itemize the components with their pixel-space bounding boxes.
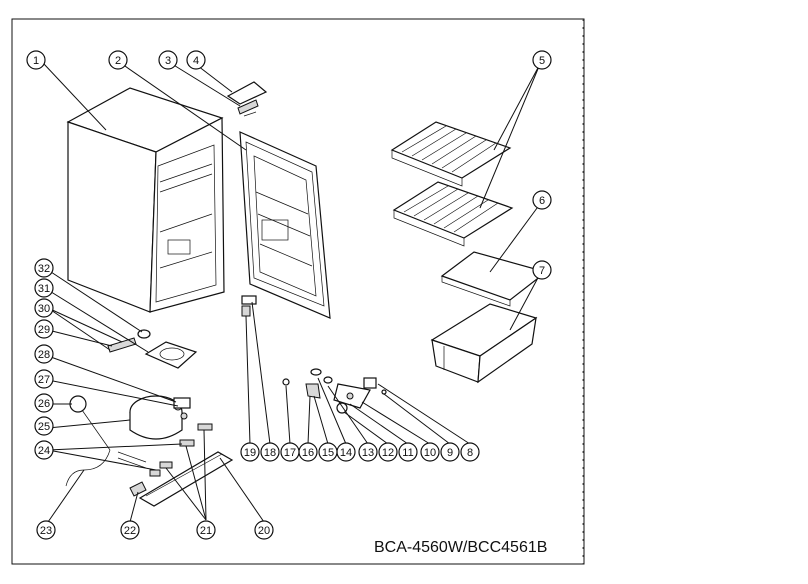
callout-number: 27 — [38, 374, 50, 386]
callout-number: 2 — [115, 55, 121, 67]
compressor — [69, 395, 188, 451]
callout-13: 13 — [358, 442, 378, 462]
callout-22: 22 — [120, 520, 140, 540]
callout-number: 9 — [447, 447, 453, 459]
callout-number: 11 — [402, 447, 413, 459]
callout-32: 32 — [34, 258, 54, 278]
callout-19: 19 — [240, 442, 260, 462]
callout-number: 29 — [38, 324, 50, 336]
callout-number: 1 — [33, 55, 39, 67]
callout-number: 12 — [382, 447, 394, 459]
drip-tray-group — [107, 329, 198, 409]
callout-number: 16 — [302, 447, 314, 459]
callout-number: 14 — [340, 447, 352, 459]
callout-number: 18 — [264, 447, 276, 459]
callout-17: 17 — [280, 442, 300, 462]
callout-number: 10 — [424, 447, 436, 459]
leader-lines — [43, 63, 541, 523]
callout-26: 26 — [34, 393, 54, 413]
callout-1: 1 — [26, 50, 46, 70]
callout-23: 23 — [36, 520, 56, 540]
callout-4: 4 — [186, 50, 206, 70]
callout-number: 30 — [38, 303, 50, 315]
model-label: BCA-4560W/BCC4561B — [374, 539, 547, 556]
callout-number: 3 — [165, 55, 171, 67]
callouts: 1 2 3 4 5 6 7 8 9 10 11 12 13 14 15 16 1… — [26, 50, 552, 540]
callout-21: 21 — [196, 520, 216, 540]
callout-number: 25 — [38, 421, 50, 433]
callout-25: 25 — [34, 416, 54, 436]
callout-number: 21 — [200, 525, 212, 537]
callout-30: 30 — [34, 298, 54, 318]
callout-number: 17 — [284, 447, 296, 459]
callout-15: 15 — [318, 442, 338, 462]
callout-16: 16 — [298, 442, 318, 462]
callout-29: 29 — [34, 319, 54, 339]
thermostat-group — [282, 368, 387, 414]
callout-number: 23 — [40, 525, 52, 537]
callout-18: 18 — [260, 442, 280, 462]
callout-6: 6 — [532, 190, 552, 210]
callout-number: 6 — [539, 195, 545, 207]
callout-number: 15 — [322, 447, 334, 459]
bottom-hinge — [241, 295, 257, 317]
callout-24: 24 — [34, 440, 54, 460]
callout-number: 31 — [38, 283, 50, 295]
callout-number: 7 — [539, 265, 545, 277]
wire-shelf-upper — [390, 121, 512, 187]
callout-27: 27 — [34, 369, 54, 389]
door — [239, 131, 331, 319]
glass-shelf — [440, 251, 548, 307]
wire-shelf-lower — [392, 181, 514, 247]
crisper-drawer — [430, 303, 538, 384]
callout-5: 5 — [532, 50, 552, 70]
cabinet-body — [66, 87, 225, 313]
callout-number: 26 — [38, 398, 50, 410]
callout-number: 5 — [539, 55, 545, 67]
callout-20: 20 — [254, 520, 274, 540]
callout-2: 2 — [108, 50, 128, 70]
callout-number: 8 — [467, 447, 473, 459]
base-plate — [65, 423, 234, 507]
top-hinge-parts — [226, 81, 268, 117]
callout-9: 9 — [440, 442, 460, 462]
callout-11: 11 — [398, 442, 418, 462]
callout-14: 14 — [336, 442, 356, 462]
callout-12: 12 — [378, 442, 398, 462]
callout-number: 4 — [193, 55, 199, 67]
callout-10: 10 — [420, 442, 440, 462]
callout-28: 28 — [34, 344, 54, 364]
callout-number: 13 — [362, 447, 374, 459]
callout-number: 24 — [38, 445, 50, 457]
callout-number: 32 — [38, 263, 50, 275]
callout-number: 28 — [38, 349, 50, 361]
callout-31: 31 — [34, 278, 54, 298]
diagram-border — [11, 18, 585, 565]
callout-7: 7 — [532, 260, 552, 280]
callout-8: 8 — [460, 442, 480, 462]
callout-number: 20 — [258, 525, 270, 537]
callout-number: 19 — [244, 447, 256, 459]
callout-3: 3 — [158, 50, 178, 70]
callout-number: 22 — [124, 525, 136, 537]
